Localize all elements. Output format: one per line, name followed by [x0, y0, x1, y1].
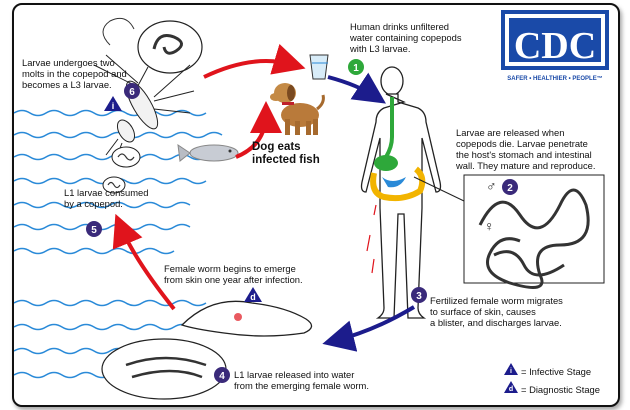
- diagnostic-mark: d: [250, 292, 256, 302]
- arrow-copepod-to-human: [204, 61, 294, 77]
- label-worm-emerges: Female worm begins to emerge from skin o…: [164, 263, 303, 285]
- legend-diagnostic-mark: d: [509, 386, 513, 393]
- legend-diagnostic-stage: = Diagnostic Stage: [521, 384, 600, 395]
- label-dog-eats-fish: Dog eats infected fish: [252, 141, 320, 167]
- l3-larva-inset: [134, 21, 202, 97]
- infective-stage-marker: i: [104, 96, 122, 111]
- step-2-marker: 2: [502, 179, 518, 195]
- step-6-number: 6: [129, 87, 135, 98]
- dog-illustration: [270, 83, 323, 135]
- step-1-marker: 1: [348, 59, 364, 75]
- water-glass-icon: [310, 55, 328, 79]
- diagnostic-stage-marker: d: [244, 287, 262, 302]
- male-symbol-icon: ♂: [486, 178, 497, 194]
- step-4-number: 4: [219, 371, 225, 382]
- step-5-marker: 5: [86, 221, 102, 237]
- fish-illustration: [178, 145, 238, 161]
- legend-infective-mark: i: [510, 368, 512, 375]
- step-5-number: 5: [91, 225, 97, 236]
- label-worm-migrates: Fertilized female worm migrates to surfa…: [430, 295, 563, 328]
- label-larvae-molts: Larvae undergoes two molts in the copepo…: [22, 57, 127, 90]
- cdc-logo-tagline: SAFER • HEALTHIER • PEOPLE™: [507, 75, 602, 82]
- lifecycle-diagram: 1 2 3 4 5 6 i d ♂ ♀ i d: [12, 3, 620, 407]
- label-l1-consumed: L1 larvae consumed by a copepod.: [64, 187, 148, 209]
- arrow-drink-to-human: [328, 77, 376, 97]
- step-3-marker: 3: [411, 287, 427, 303]
- arrow-human-to-foot: [334, 307, 414, 341]
- step-4-marker: 4: [214, 367, 230, 383]
- label-human-drinks: Human drinks unfiltered water containing…: [350, 21, 462, 54]
- cdc-logo: CDC SAFER • HEALTHIER • PEOPLE™: [501, 10, 609, 83]
- label-l1-released: L1 larvae released into water from the e…: [234, 369, 369, 391]
- female-symbol-icon: ♀: [484, 218, 495, 234]
- legend-infective-stage: = Infective Stage: [521, 366, 591, 377]
- cdc-logo-graphic: CDC SAFER • HEALTHIER • PEOPLE™: [501, 10, 609, 83]
- step-3-number: 3: [416, 291, 422, 302]
- legend-infective-icon: i: [504, 363, 518, 375]
- cdc-logo-text: CDC: [514, 25, 596, 67]
- label-larvae-released: Larvae are released when copepods die. L…: [456, 127, 596, 171]
- legend-diagnostic-icon: d: [504, 381, 518, 393]
- step-2-number: 2: [507, 183, 513, 194]
- infective-mark: i: [112, 101, 115, 111]
- step-1-number: 1: [353, 63, 359, 74]
